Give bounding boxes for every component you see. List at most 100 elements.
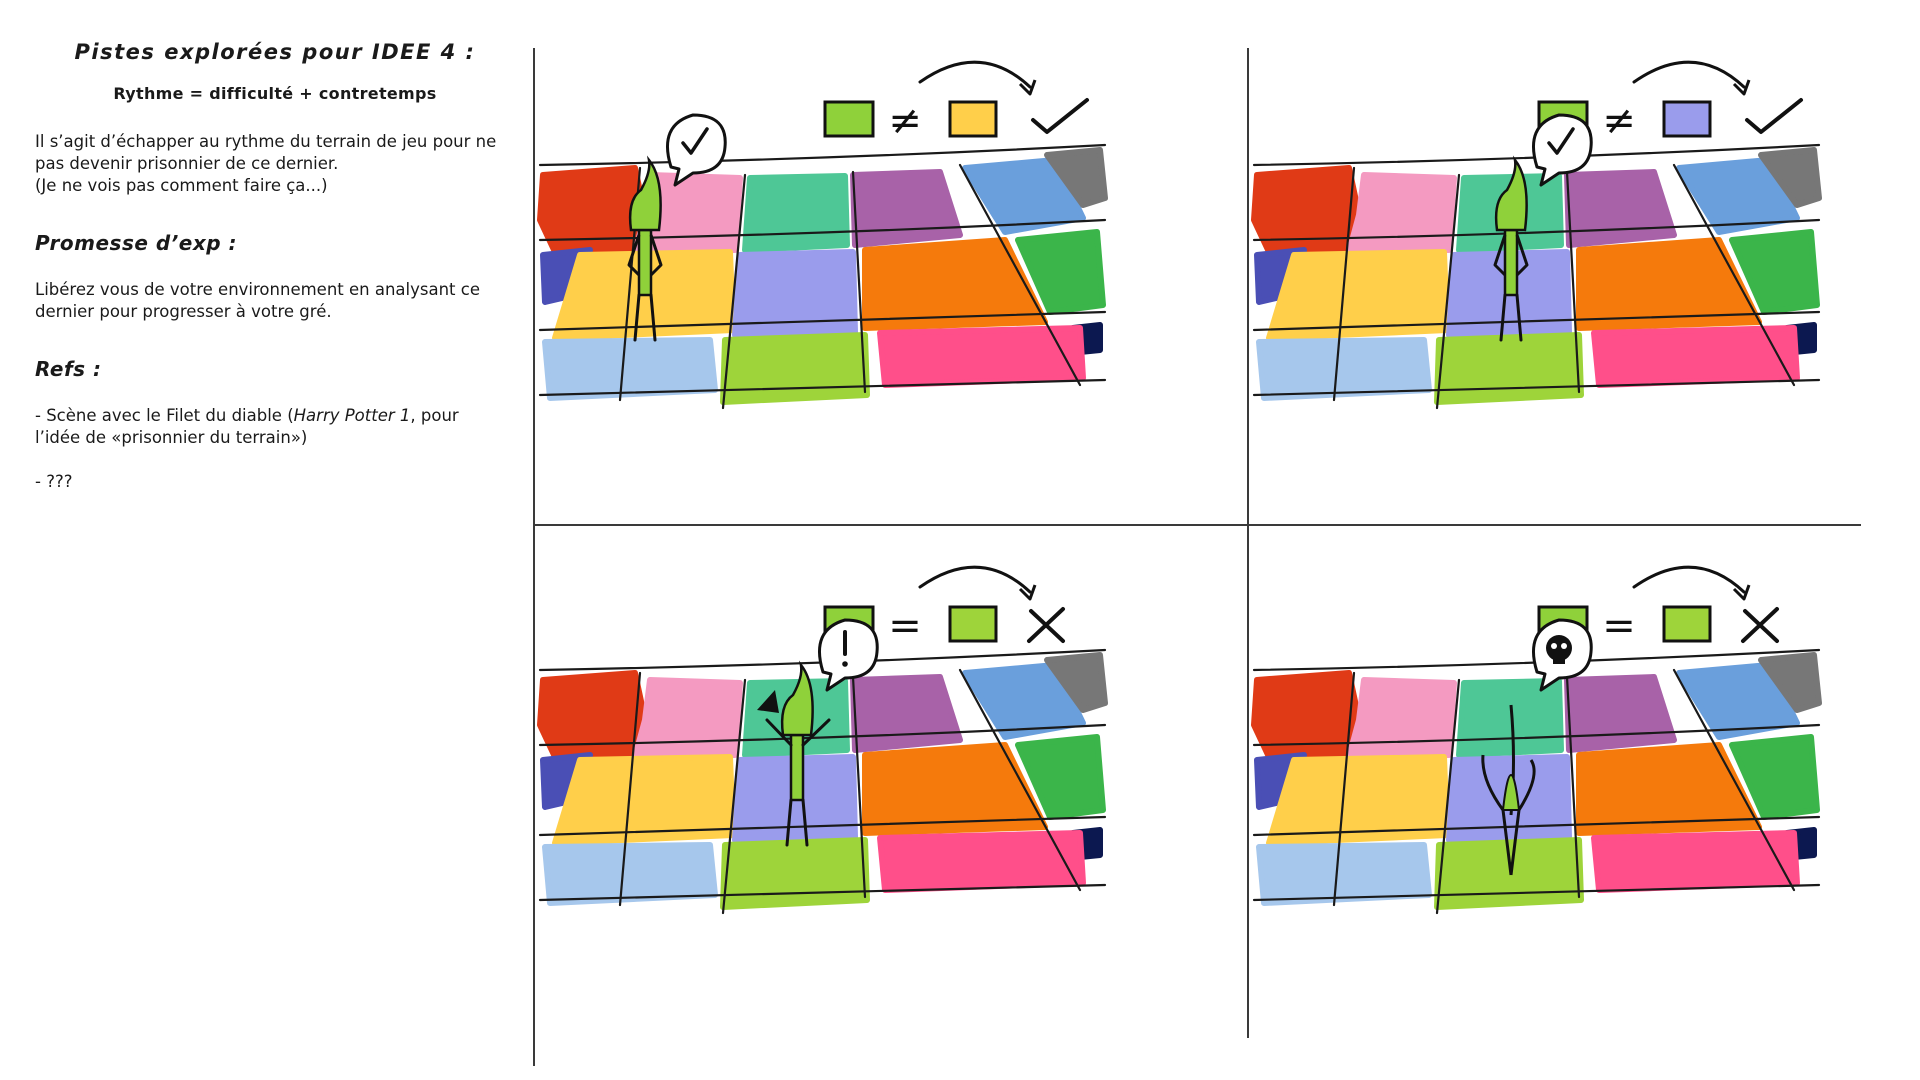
tile-lightblue <box>542 337 718 401</box>
grid-line <box>1252 218 1821 242</box>
panel-1: ≠ <box>535 40 1247 510</box>
cross-icon <box>1741 607 1779 643</box>
grid-line <box>1672 668 1796 892</box>
player-body <box>789 733 805 802</box>
grid-line <box>851 675 867 899</box>
player-head <box>628 155 662 232</box>
exclamation-dot <box>842 661 848 667</box>
relation-symbol: = <box>888 603 922 649</box>
divider-vertical-left <box>533 48 535 1066</box>
tile-pink <box>632 677 743 760</box>
grid-line <box>721 173 747 410</box>
board <box>1251 648 1822 915</box>
intro-line-1: Il s’agit d’échapper au rythme du terrai… <box>35 132 497 151</box>
ref-1-prefix: - Scène avec le Filet du diable ( <box>35 406 294 425</box>
intro-line-2: pas devenir prisonnier de ce dernier. <box>35 154 339 173</box>
speech-bubble <box>666 113 727 187</box>
check-icon <box>681 127 709 155</box>
tile-gray <box>1758 147 1822 208</box>
divider-horizontal <box>533 524 1861 526</box>
next-tile-square <box>948 100 998 138</box>
grid-line <box>1252 378 1821 397</box>
grid-line <box>1435 173 1461 410</box>
player-character <box>1481 704 1536 876</box>
grid-line <box>1565 170 1581 394</box>
relation-symbol: ≠ <box>888 98 922 144</box>
relation-symbol: = <box>1602 603 1636 649</box>
player-arms-raised <box>765 718 831 747</box>
arc-arrow <box>918 565 1032 594</box>
check-icon <box>1745 98 1803 134</box>
grid-line <box>1435 678 1461 915</box>
tile-lightblue <box>1256 337 1432 401</box>
tile-lavender <box>732 249 858 338</box>
grid-line <box>1565 675 1581 899</box>
grid-line <box>538 218 1107 242</box>
tile-lime <box>1434 332 1584 405</box>
tile-red <box>1251 165 1362 255</box>
check-icon <box>1547 127 1575 155</box>
arrow-head-icon <box>1732 79 1751 96</box>
tile-purple <box>1564 674 1677 753</box>
tile-blue <box>962 157 1086 235</box>
tile-green <box>1015 229 1106 315</box>
surprise-mark-icon <box>757 690 779 713</box>
tile-pink <box>1346 677 1457 760</box>
arrow-head-icon <box>1018 584 1037 601</box>
tile-rose <box>1591 830 1800 893</box>
panel-1-drawing: ≠ <box>537 60 1108 410</box>
tile-blue <box>1676 157 1800 235</box>
panel-4-drawing: = <box>1251 565 1822 915</box>
board <box>1251 143 1822 410</box>
divider-vertical-middle <box>1247 48 1249 1038</box>
tile-teal <box>1456 678 1564 758</box>
tile-red <box>1251 670 1362 760</box>
check-icon <box>1031 98 1089 134</box>
player-character <box>757 660 831 847</box>
player-arms <box>627 234 663 277</box>
ref-1-title: Harry Potter 1 <box>293 406 411 425</box>
arrow-head-icon <box>1732 584 1751 601</box>
panel-4: = <box>1249 545 1920 1015</box>
tile-rose <box>877 325 1086 388</box>
grid-line <box>1252 723 1821 747</box>
grid-line <box>851 170 867 394</box>
player-body <box>637 228 653 297</box>
tile-lightblue <box>1256 842 1432 906</box>
arc-arrow <box>918 60 1032 89</box>
player-body <box>1503 228 1519 297</box>
player-character <box>1493 155 1529 342</box>
grid-line <box>538 815 1107 837</box>
tile-green <box>1015 734 1106 820</box>
grid-line <box>538 883 1107 902</box>
tile-gray <box>1758 652 1822 713</box>
player-arms <box>1493 234 1529 277</box>
bubble-outline <box>818 618 879 692</box>
panel-2-drawing: ≠ <box>1251 60 1822 410</box>
arrow-head-icon <box>1018 79 1037 96</box>
skull-icon <box>1546 635 1572 661</box>
grid-line <box>618 671 642 907</box>
current-tile-square <box>823 100 875 138</box>
bubble-outline <box>666 113 727 187</box>
skull-jaw <box>1553 658 1565 664</box>
ref-2: - ??? <box>35 472 73 491</box>
grid-line <box>1252 815 1821 837</box>
rule-header: = <box>823 565 1065 649</box>
notes-column: Pistes explorées pour IDEE 4 : Rythme = … <box>35 40 515 493</box>
tile-purple <box>850 674 963 753</box>
tile-green <box>1729 734 1820 820</box>
speech-bubble <box>818 618 879 692</box>
intro-line-3: (Je ne vois pas comment faire ça...) <box>35 176 328 195</box>
ref-1-line-2: l’idée de «prisonnier du terrain») <box>35 428 308 447</box>
tile-rose <box>877 830 1086 893</box>
refs-heading: Refs : <box>35 357 102 381</box>
promise-heading: Promesse d’exp : <box>35 231 238 255</box>
tile-rose <box>1591 325 1800 388</box>
tile-lime <box>1434 837 1584 910</box>
panel-2: ≠ <box>1249 40 1920 510</box>
speech-bubble <box>1532 618 1593 692</box>
player-legs <box>633 293 657 342</box>
tile-gray <box>1044 652 1108 713</box>
grid-line <box>538 143 1107 167</box>
